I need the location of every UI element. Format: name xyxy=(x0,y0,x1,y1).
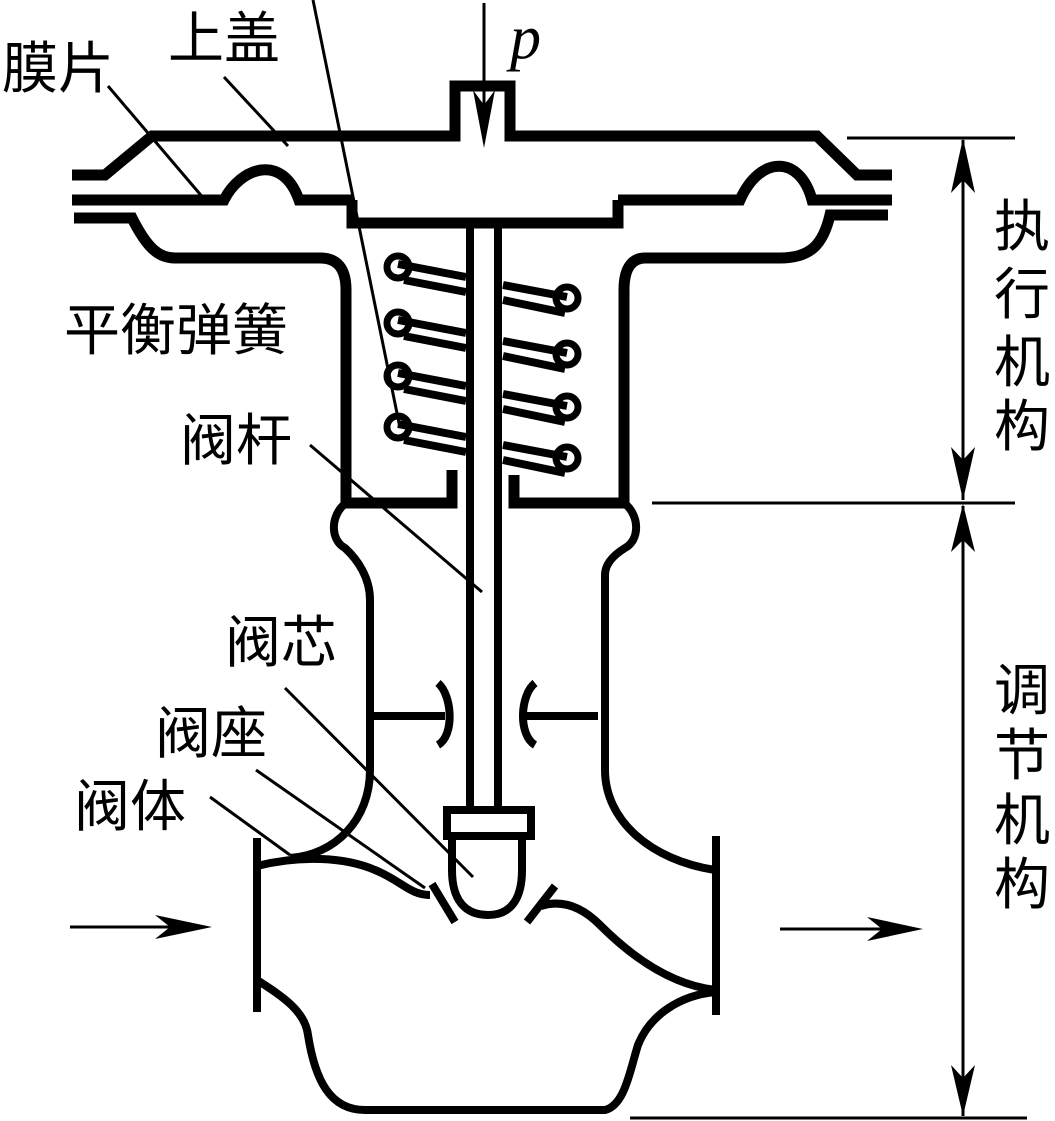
regulating-char: 机 xyxy=(994,789,1050,854)
lower-housing-left xyxy=(74,212,458,509)
leader-diaphragm xyxy=(106,85,207,201)
actuator-char: 行 xyxy=(994,263,1050,328)
actuator-char: 机 xyxy=(994,331,1050,396)
label-valve-stem: 阀杆 xyxy=(180,409,292,474)
label-valve-plug: 阀芯 xyxy=(225,611,337,676)
guide-bushing xyxy=(370,679,598,749)
leader-top-cover xyxy=(222,75,290,148)
valve-body-upper-left xyxy=(256,854,431,899)
label-balance-spring: 平衡弹簧 xyxy=(64,299,288,364)
diaphragm xyxy=(72,160,892,229)
label-diaphragm: 膜片 xyxy=(2,37,114,102)
spring-coil xyxy=(383,361,582,426)
valve-plug-collar xyxy=(443,806,535,840)
dim-arrow-down xyxy=(951,1065,975,1116)
valve-body-lower-right xyxy=(539,899,717,994)
regulating-char: 构 xyxy=(994,853,1050,918)
valve-seat-left xyxy=(428,881,459,925)
outlet-flow-arrow-head xyxy=(867,917,923,941)
dim-arrow-up xyxy=(951,504,975,552)
actuator-char: 执 xyxy=(994,195,1050,260)
pressure-arrow-head xyxy=(473,90,495,148)
leader-valve-plug xyxy=(283,686,475,879)
bonnet-right xyxy=(601,499,716,874)
actuator-char: 构 xyxy=(994,395,1050,460)
label-valve-seat: 阀座 xyxy=(155,702,267,767)
leader-balance-spring xyxy=(311,0,402,429)
regulating-char: 调 xyxy=(994,659,1050,724)
lower-housing-right xyxy=(508,209,888,509)
balance-spring xyxy=(383,252,582,477)
inlet-flow-arrow-head xyxy=(155,915,212,939)
dim-arrow-up xyxy=(951,138,975,193)
valve-body-bottom xyxy=(254,976,717,1114)
dim-arrow-down xyxy=(951,447,975,500)
label-valve-body: 阀体 xyxy=(74,775,186,840)
actuator-section-label: 执 行 机 构 xyxy=(994,195,1050,460)
regulating-char: 节 xyxy=(994,724,1050,789)
leader-valve-body xyxy=(209,795,291,857)
spring-coil xyxy=(383,252,582,317)
label-top-cover: 上盖 xyxy=(168,7,280,72)
bonnet-left xyxy=(289,499,374,862)
spring-coil xyxy=(383,308,582,373)
regulating-section-label: 调 节 机 构 xyxy=(994,659,1050,918)
valve-plug xyxy=(448,836,526,920)
spring-coil xyxy=(383,412,582,477)
leader-valve-stem xyxy=(309,443,483,594)
label-pressure: p xyxy=(506,4,541,72)
leader-valve-seat xyxy=(255,768,426,890)
